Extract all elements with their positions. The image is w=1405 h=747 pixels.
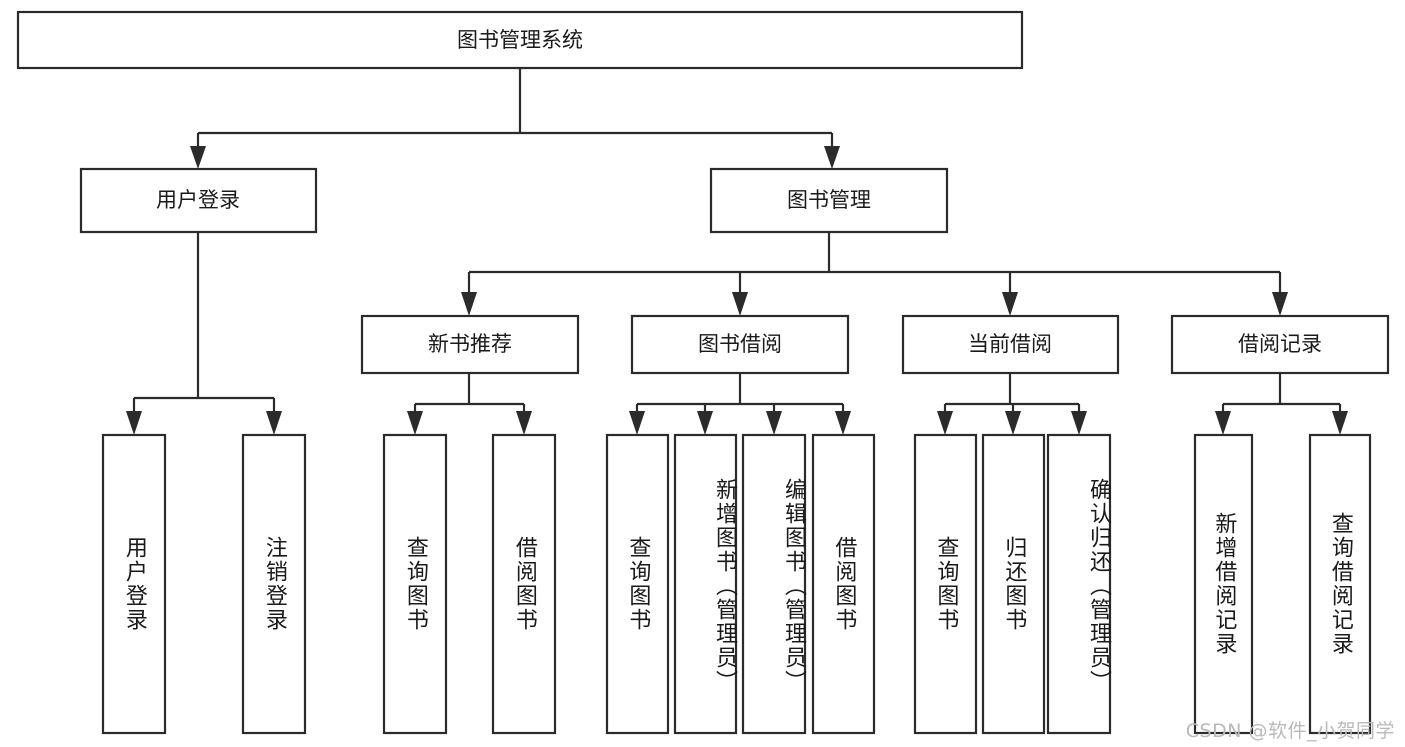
leaf-box-user-login-0[interactable]	[101, 433, 167, 735]
connector-userlogin-to-leaves	[126, 232, 282, 435]
node-book-management-label: 图书管理	[787, 188, 871, 212]
node-book-borrow-label: 图书借阅	[698, 332, 782, 356]
connector-borrowrecord-to-leaves	[1215, 373, 1348, 435]
leaf-box-book-borrow-0[interactable]	[605, 433, 670, 735]
leaf-box-book-borrow-1[interactable]	[673, 433, 738, 735]
node-root-book-management-system[interactable]: 图书管理系统	[16, 10, 1024, 70]
node-new-book-recommend[interactable]: 新书推荐	[360, 314, 580, 375]
connector-newbook-to-leaves	[407, 373, 532, 435]
node-current-borrow-label: 当前借阅	[968, 332, 1052, 356]
node-borrow-record[interactable]: 借阅记录	[1170, 314, 1390, 375]
leaf-box-book-borrow-2[interactable]	[741, 433, 807, 735]
watermark-text: CSDN @软件_小贺同学	[1185, 720, 1395, 742]
node-root-label: 图书管理系统	[457, 28, 583, 52]
node-user-login-label: 用户登录	[156, 188, 240, 212]
leaf-box-book-borrow-3[interactable]	[811, 433, 876, 735]
node-borrow-record-label: 借阅记录	[1238, 332, 1322, 356]
leaf-box-user-login-1[interactable]	[241, 433, 307, 735]
connector-bookborrow-to-leaves	[629, 373, 851, 435]
leaf-box-current-borrow-0[interactable]	[913, 433, 978, 735]
node-new-book-recommend-label: 新书推荐	[428, 332, 512, 356]
leaf-box-current-borrow-1[interactable]	[981, 433, 1046, 735]
leaf-box-new-book-1[interactable]	[491, 433, 557, 735]
node-current-borrow[interactable]: 当前借阅	[901, 314, 1120, 375]
connector-bookmgmt-to-level3	[461, 232, 1288, 316]
node-user-login[interactable]: 用户登录	[79, 167, 318, 234]
node-book-borrow[interactable]: 图书借阅	[630, 314, 850, 375]
leaf-box-current-borrow-2[interactable]	[1046, 433, 1112, 735]
connector-root-to-level2	[190, 68, 840, 169]
leaf-box-borrow-record-0[interactable]	[1193, 433, 1254, 735]
node-book-management[interactable]: 图书管理	[709, 167, 949, 234]
leaf-box-new-book-0[interactable]	[382, 433, 448, 735]
connector-currentborrow-to-leaves	[937, 373, 1087, 435]
leaf-box-borrow-record-1[interactable]	[1308, 433, 1372, 735]
